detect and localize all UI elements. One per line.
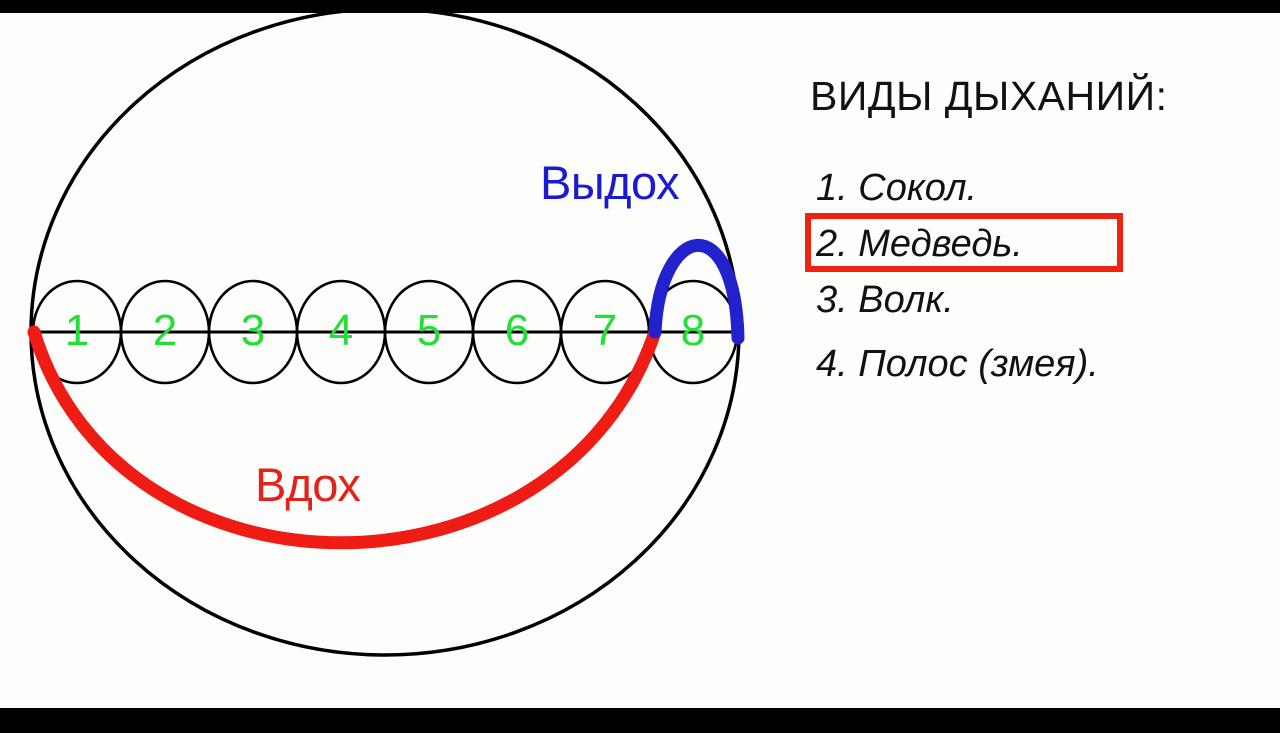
exhale-arc [648,238,745,345]
slide-canvas: 1 2 3 4 5 6 7 8 Выдох Вдох ВИДЫ ДЫХАНИЙ:… [0,13,1280,708]
breathing-types-panel: ВИДЫ ДЫХАНИЙ: 1. Сокол. 2. Медведь. 3. В… [805,73,1275,392]
count-number-6: 6 [504,306,530,355]
list-item-medved: 2. Медведь. [816,223,1023,265]
count-number-4: 4 [328,306,354,355]
count-number-8: 8 [680,306,706,355]
count-number-3: 3 [240,306,266,355]
panel-title: ВИДЫ ДЫХАНИЙ: [810,73,1168,119]
count-number-5: 5 [416,306,442,355]
list-item-volk: 3. Волк. [816,279,954,321]
breathing-diagram [27,13,745,657]
list-item-sokol: 1. Сокол. [816,167,978,209]
breathing-types-list: 1. Сокол. 2. Медведь. 3. Волк. 4. Полос … [805,160,1275,392]
exhale-label: Выдох [540,156,680,209]
count-number-1: 1 [64,306,90,355]
count-number-7: 7 [592,306,618,355]
inhale-label: Вдох [255,458,361,511]
list-item-polos: 4. Полос (змея). [816,343,1099,385]
count-number-2: 2 [152,306,178,355]
inhale-arc [27,325,662,550]
letterbox-top [0,0,1280,13]
letterbox-bottom [0,708,1280,720]
